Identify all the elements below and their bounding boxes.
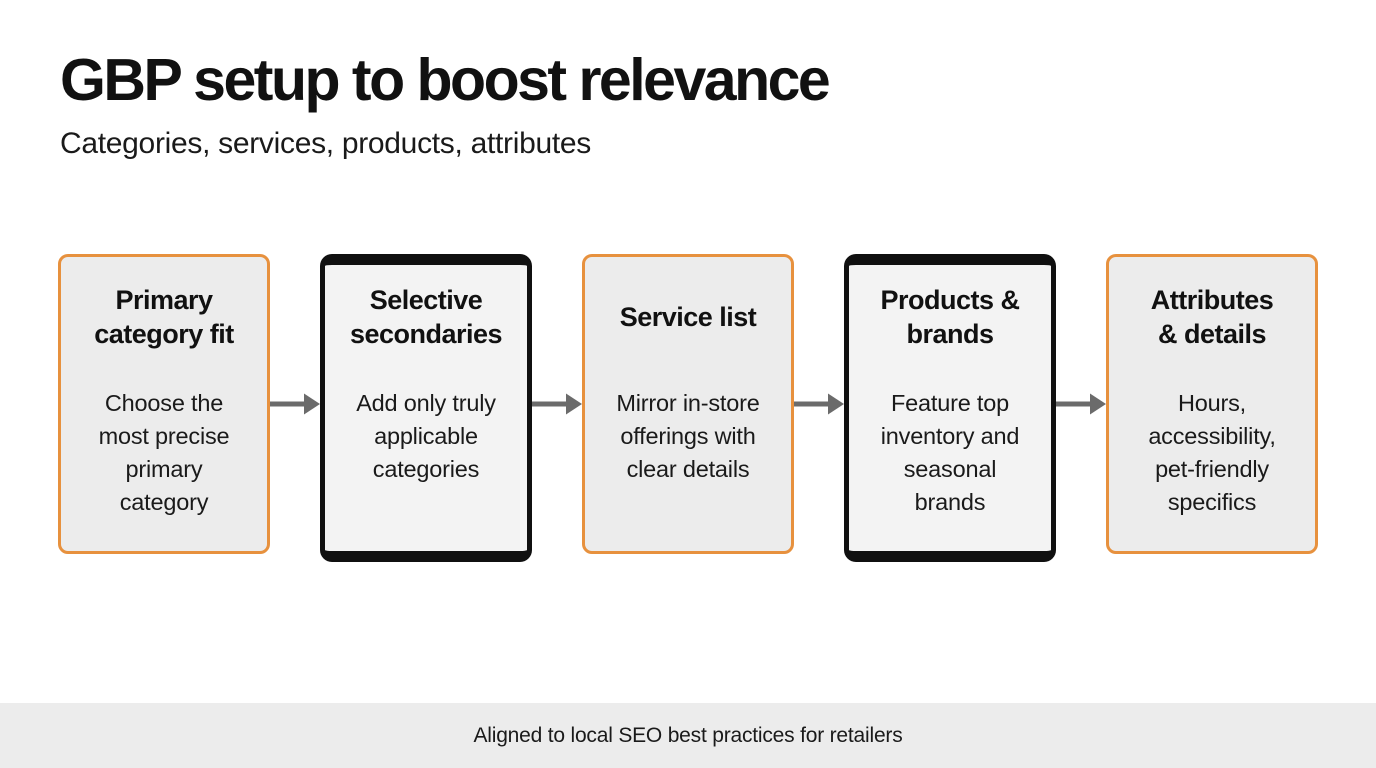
- card-title: Primary category fit: [94, 284, 234, 349]
- card-title: Selective secondaries: [349, 284, 503, 349]
- card-title: Products & brands: [880, 284, 1020, 349]
- flow-diagram: Primary category fit Choose the most pre…: [58, 254, 1318, 562]
- card-body: Choose the most precise primary category: [98, 390, 230, 515]
- flow-card-selective-secondaries: Selective secondaries Add only truly app…: [320, 254, 532, 562]
- card-body: Add only truly applicable categories: [356, 390, 496, 482]
- card-body: Feature top inventory and seasonal brand…: [880, 390, 1020, 515]
- flow-card-service-list: Service list Mirror in-store offerings w…: [582, 254, 794, 554]
- footer-note: Aligned to local SEO best practices for …: [473, 723, 903, 747]
- page-title: GBP setup to boost relevance: [60, 47, 831, 113]
- flow-card-attributes-details: Attributes & details Hours, accessibilit…: [1106, 254, 1318, 554]
- flow-card-products-brands: Products & brands Feature top inventory …: [844, 254, 1056, 562]
- footer-bar: Aligned to local SEO best practices for …: [0, 703, 1376, 768]
- arrow-right-icon: [1056, 393, 1106, 415]
- card-body: Hours, accessibility, pet-friendly speci…: [1148, 390, 1276, 515]
- flow-card-primary-category: Primary category fit Choose the most pre…: [58, 254, 270, 554]
- arrow-right-icon: [794, 393, 844, 415]
- arrow-right-icon: [532, 393, 582, 415]
- card-title: Service list: [619, 301, 757, 332]
- header: GBP setup to boost relevance Categories,…: [60, 47, 831, 161]
- card-title: Attributes & details: [1150, 284, 1274, 349]
- page-subtitle: Categories, services, products, attribut…: [60, 126, 591, 160]
- arrow-right-icon: [270, 393, 320, 415]
- card-body: Mirror in-store offerings with clear det…: [616, 390, 760, 482]
